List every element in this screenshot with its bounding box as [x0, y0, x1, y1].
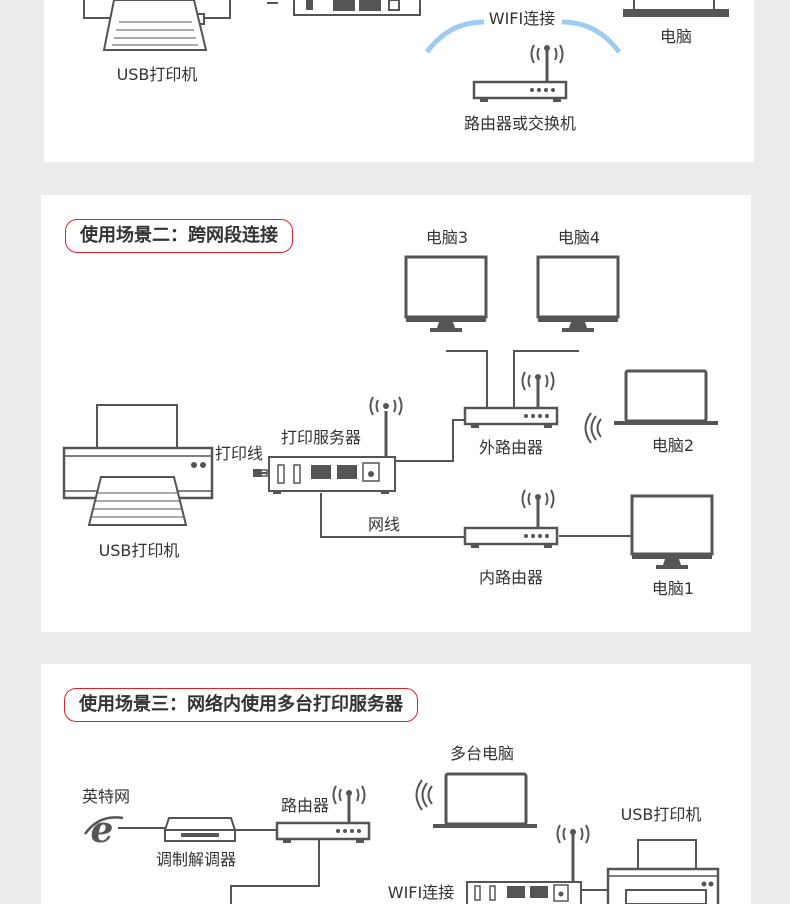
- print-server-icon: [268, 396, 403, 494]
- inner-router-label: 内路由器: [479, 568, 543, 587]
- print-server-icon: [267, 0, 421, 16]
- scene-1-diagram: USB打印机 WIFI连接 电脑: [83, 0, 729, 133]
- scene-3-links: [118, 827, 608, 904]
- usb-printer-icon: [606, 839, 720, 904]
- print-server-label: 打印服务器: [281, 428, 361, 447]
- scene-2-panel: 使用场景二：跨网段连接 电脑3 电脑4: [41, 195, 751, 632]
- scene-2-diagram: 电脑3 电脑4 外路由器: [62, 228, 718, 598]
- usb-printer-label: USB打印机: [99, 541, 180, 560]
- pc3-monitor-icon: [404, 255, 488, 332]
- pc2-label: 电脑2: [652, 436, 694, 455]
- scene-3-panel: 使用场景三：网络内使用多台打印服务器 e 英特网 调制解调器: [41, 664, 751, 904]
- pc3-label: 电脑3: [426, 228, 468, 247]
- wifi-label: WIFI连接: [388, 883, 454, 902]
- network-cable-label: 网线: [368, 515, 400, 534]
- router-label: 路由器: [281, 796, 329, 815]
- laptop-icon: [623, 0, 729, 17]
- usb-printer-label: USB打印机: [621, 805, 702, 824]
- computer-label: 电脑: [660, 27, 692, 46]
- router-icon: [472, 44, 568, 102]
- wifi-label: WIFI连接: [489, 9, 555, 28]
- wifi-arc-right: [561, 19, 622, 54]
- pc2-laptop-icon: [614, 369, 718, 425]
- pc1-label: 电脑1: [652, 579, 694, 598]
- wifi-signal-icon: [415, 779, 433, 811]
- internet-label: 英特网: [82, 787, 130, 806]
- scene-3-title: 使用场景三：网络内使用多台打印服务器: [64, 688, 418, 722]
- modem-icon: [163, 817, 237, 842]
- usb-plug-icon: [253, 469, 268, 477]
- svg-text:e: e: [91, 809, 114, 851]
- multi-pc-label: 多台电脑: [450, 744, 514, 763]
- multi-pc-laptop-icon: [433, 772, 537, 828]
- router-icon: [275, 785, 371, 843]
- scene-2-links: [253, 350, 631, 538]
- printer-label: USB打印机: [117, 65, 198, 84]
- pc1-monitor-icon: [630, 494, 714, 569]
- modem-label: 调制解调器: [156, 850, 236, 869]
- wifi-arc-left: [424, 19, 485, 54]
- print-server-icon: [466, 824, 590, 904]
- usb-printer-icon: [62, 404, 214, 526]
- pc4-monitor-icon: [536, 255, 620, 332]
- internet-explorer-icon: e: [83, 809, 124, 851]
- scene-1-panel: USB打印机 WIFI连接 电脑: [44, 0, 754, 162]
- pc4-label: 电脑4: [558, 228, 600, 247]
- outer-router-icon: [463, 371, 559, 428]
- printer-icon: [83, 0, 231, 51]
- router-label: 路由器或交换机: [464, 114, 576, 133]
- scene-2-title: 使用场景二：跨网段连接: [65, 219, 293, 253]
- scene-3-diagram: e 英特网 调制解调器 路由器: [82, 744, 720, 904]
- wifi-signal-icon: [584, 412, 602, 444]
- inner-router-icon: [463, 489, 559, 548]
- outer-router-label: 外路由器: [479, 438, 543, 457]
- print-cable-label: 打印线: [215, 444, 263, 463]
